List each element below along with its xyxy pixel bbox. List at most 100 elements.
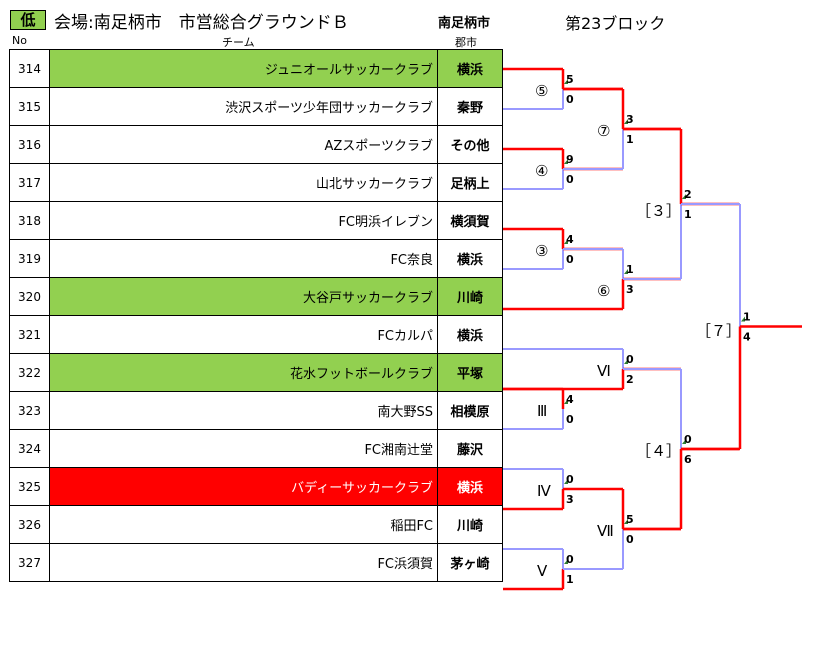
score-bottom: 2 <box>626 373 634 386</box>
venue-title: 会場:南足柄市 市営総合グラウンドＢ <box>54 13 349 33</box>
winner-marker <box>624 269 628 274</box>
score-bottom: 1 <box>626 133 634 146</box>
winner-marker <box>564 159 568 164</box>
team-city: 藤沢 <box>437 429 503 468</box>
team-number: 319 <box>9 239 50 278</box>
score-top: 0 <box>626 353 634 366</box>
team-name: 花水フットボールクラブ <box>49 353 438 392</box>
team-city: 川崎 <box>437 505 503 544</box>
team-name: FCカルパ <box>49 315 438 354</box>
team-name: 南大野SS <box>49 391 438 430</box>
score-top: 9 <box>566 153 574 166</box>
team-name: AZスポーツクラブ <box>49 125 438 164</box>
team-city: その他 <box>437 125 503 164</box>
team-number: 322 <box>9 353 50 392</box>
column-header-no: No <box>12 34 27 47</box>
team-number: 314 <box>9 49 50 88</box>
team-city: 秦野 <box>437 87 503 126</box>
score-bottom: 0 <box>566 93 574 106</box>
score-top: 0 <box>566 553 574 566</box>
team-city: 平塚 <box>437 353 503 392</box>
match-label: Ⅴ <box>537 562 548 580</box>
team-name: FC湘南辻堂 <box>49 429 438 468</box>
winner-marker <box>564 399 568 404</box>
winner-marker <box>624 519 628 524</box>
winner-marker <box>624 359 628 364</box>
team-name: 稲田FC <box>49 505 438 544</box>
match-label: ［４］ <box>636 442 681 460</box>
match-label: ⑥ <box>597 282 610 300</box>
host-city: 南足柄市 <box>438 16 491 31</box>
team-city: 川崎 <box>437 277 503 316</box>
column-header-team: チーム <box>222 36 255 49</box>
team-name: 渋沢スポーツ少年団サッカークラブ <box>49 87 438 126</box>
score-top: 5 <box>566 73 574 86</box>
winner-marker <box>682 439 686 444</box>
match-label: Ⅵ <box>597 362 611 380</box>
score-bottom: 1 <box>684 208 692 221</box>
match-label: ③ <box>535 242 548 260</box>
team-name: バディーサッカークラブ <box>49 467 438 506</box>
score-bottom: 3 <box>566 493 574 506</box>
match-label: Ⅲ <box>537 402 547 420</box>
score-bottom: 0 <box>566 253 574 266</box>
winner-marker <box>564 79 568 84</box>
match-label: ⑤ <box>535 82 548 100</box>
winner-marker <box>564 559 568 564</box>
winner-marker <box>564 479 568 484</box>
team-name: FC奈良 <box>49 239 438 278</box>
score-top: 1 <box>626 263 634 276</box>
team-name: 山北サッカークラブ <box>49 163 438 202</box>
score-bottom: 6 <box>684 453 692 466</box>
team-number: 316 <box>9 125 50 164</box>
team-number: 326 <box>9 505 50 544</box>
score-top: 0 <box>684 433 692 446</box>
score-bottom: 0 <box>566 413 574 426</box>
score-bottom: 3 <box>626 283 634 296</box>
team-number: 327 <box>9 543 50 582</box>
level-badge: 低 <box>10 10 46 30</box>
match-label: Ⅳ <box>537 482 551 500</box>
score-bottom: 0 <box>626 533 634 546</box>
match-label: ［７］ <box>696 322 741 340</box>
score-top: 3 <box>626 113 634 126</box>
team-city: 横浜 <box>437 467 503 506</box>
block-title: 第23ブロック <box>565 14 666 33</box>
team-number: 317 <box>9 163 50 202</box>
score-bottom: 4 <box>743 331 751 344</box>
team-number: 325 <box>9 467 50 506</box>
winner-marker <box>741 316 745 322</box>
winner-marker <box>564 239 568 244</box>
match-label: ［３］ <box>636 202 681 220</box>
team-name: FC明浜イレブン <box>49 201 438 240</box>
score-top: 2 <box>684 188 692 201</box>
match-label: Ⅶ <box>597 522 614 540</box>
column-header-city: 郡市 <box>455 36 477 49</box>
score-top: 4 <box>566 233 574 246</box>
match-label: ⑦ <box>597 122 610 140</box>
team-name: FC浜須賀 <box>49 543 438 582</box>
score-bottom: 0 <box>566 173 574 186</box>
score-top: 5 <box>626 513 634 526</box>
score-top: 0 <box>566 473 574 486</box>
winner-marker <box>682 194 686 199</box>
score-top: 1 <box>743 311 751 324</box>
team-city: 横須賀 <box>437 201 503 240</box>
score-top: 4 <box>566 393 574 406</box>
score-bottom: 1 <box>566 573 574 586</box>
winner-marker <box>624 119 628 124</box>
